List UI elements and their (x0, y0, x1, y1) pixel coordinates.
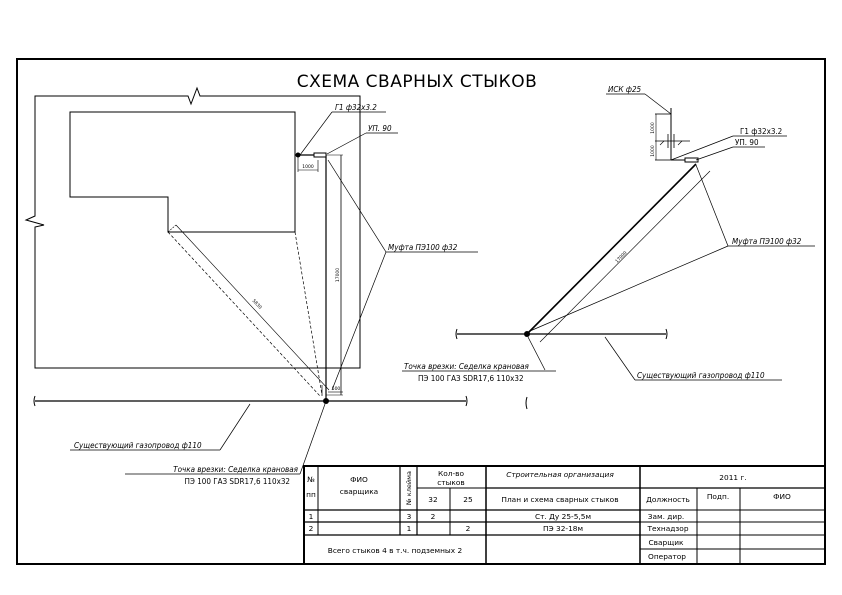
axo-dim-riser-top: 1000 (650, 122, 656, 134)
tap-point-plan (323, 398, 329, 404)
plan-label-g1: Г1 ф32х3.2 (335, 103, 377, 112)
plan-dim-vertical: 17000 (335, 268, 341, 282)
axo-label-up90: УП. 90 (735, 138, 759, 147)
title-block (303, 465, 826, 565)
th-stamp: № клейма (405, 471, 413, 506)
plan-view (24, 86, 478, 475)
th-qty-1: Кол-во (438, 469, 465, 478)
th-qty-2: стыков (437, 478, 465, 487)
drawing-title: СХЕМА СВАРНЫХ СТЫКОВ (297, 72, 538, 92)
th-fio-1: ФИО (350, 475, 368, 484)
th-signature: Подп. (707, 492, 729, 501)
axo-leader-up90 (695, 146, 734, 161)
plan-label-mufta: Муфта ПЭ100 ф32 (388, 243, 458, 252)
th-num-sub: пп (306, 490, 316, 499)
plan-label-existing-pipe: Существующий газопровод ф110 (74, 441, 202, 450)
leader-existing (219, 403, 251, 451)
axo-label-existing-pipe: Существующий газопровод ф110 (637, 371, 765, 380)
axo-leader-tap (527, 336, 546, 371)
row1-role: Зам. дир. (648, 512, 685, 521)
plan-dim-diagonal: 5830 (251, 298, 263, 311)
row1-material: Ст. Ду 25-5,5м (535, 512, 591, 521)
th-d25: 25 (463, 495, 473, 504)
row2-material: ПЭ 32-18м (543, 524, 583, 533)
leader-up90 (326, 132, 367, 155)
axonometric-view (402, 93, 815, 410)
role-operator: Оператор (648, 552, 686, 561)
axo-leader-g1 (670, 135, 734, 161)
axo-dim-diagonal: 17000 (614, 250, 628, 264)
axo-label-g1: Г1 ф32х3.2 (740, 127, 782, 136)
axo-label-isk: ИСК ф25 (608, 85, 642, 94)
axo-leader-mufta-2 (529, 245, 729, 332)
th-fio-2: сварщика (340, 487, 378, 496)
th-year: 2011 г. (719, 473, 746, 482)
row2-stamp: 1 (407, 524, 412, 533)
row2-role: Технадзор (646, 524, 688, 533)
th-position: Должность (646, 495, 690, 504)
leader-g1 (299, 111, 333, 156)
weld-point-plan-building (295, 152, 301, 158)
total-joints: Всего стыков 4 в т.ч. подземных 2 (328, 546, 462, 555)
row2-d25: 2 (466, 524, 471, 533)
row1-num: 1 (309, 512, 314, 521)
building-outline (69, 111, 296, 233)
th-doc-title: План и схема сварных стыков (501, 495, 618, 504)
row2-num: 2 (309, 524, 314, 533)
th-org: Строительная организация (506, 470, 614, 479)
th-d32: 32 (428, 495, 437, 504)
axo-leader-mufta-1 (695, 164, 729, 247)
axo-label-tap-1: Точка врезки: Седелка крановая (404, 362, 529, 371)
axo-leader-isk (644, 93, 672, 115)
title-block-text: № пп ФИО сварщика № клейма Кол-во стыков… (306, 469, 791, 561)
plan-dim-small: 500 (332, 386, 341, 392)
role-welder: Сварщик (649, 538, 685, 547)
plot-boundary (24, 86, 361, 369)
th-num: № (307, 475, 315, 484)
th-fio-right: ФИО (773, 492, 791, 501)
tap-point-axo (524, 331, 530, 337)
plan-dim-short: 1000 (302, 164, 314, 170)
leader-mufta-2 (331, 251, 387, 391)
leader-mufta-1 (327, 159, 387, 253)
leader-tap (299, 403, 326, 475)
axo-label-mufta: Муфта ПЭ100 ф32 (732, 237, 802, 246)
plan-label-tap-1: Точка врезки: Седелка крановая (173, 465, 298, 474)
axo-leader-existing (604, 336, 636, 381)
axo-label-tap-2: ПЭ 100 ГАЗ SDR17,6 110х32 (418, 374, 524, 383)
row1-d32: 2 (431, 512, 436, 521)
plan-label-up90: УП. 90 (368, 124, 392, 133)
axo-dim-riser-bottom: 1000 (650, 145, 656, 157)
plan-label-tap-2: ПЭ 100 ГАЗ SDR17,6 110х32 (184, 477, 290, 486)
row1-stamp: 3 (407, 512, 412, 521)
